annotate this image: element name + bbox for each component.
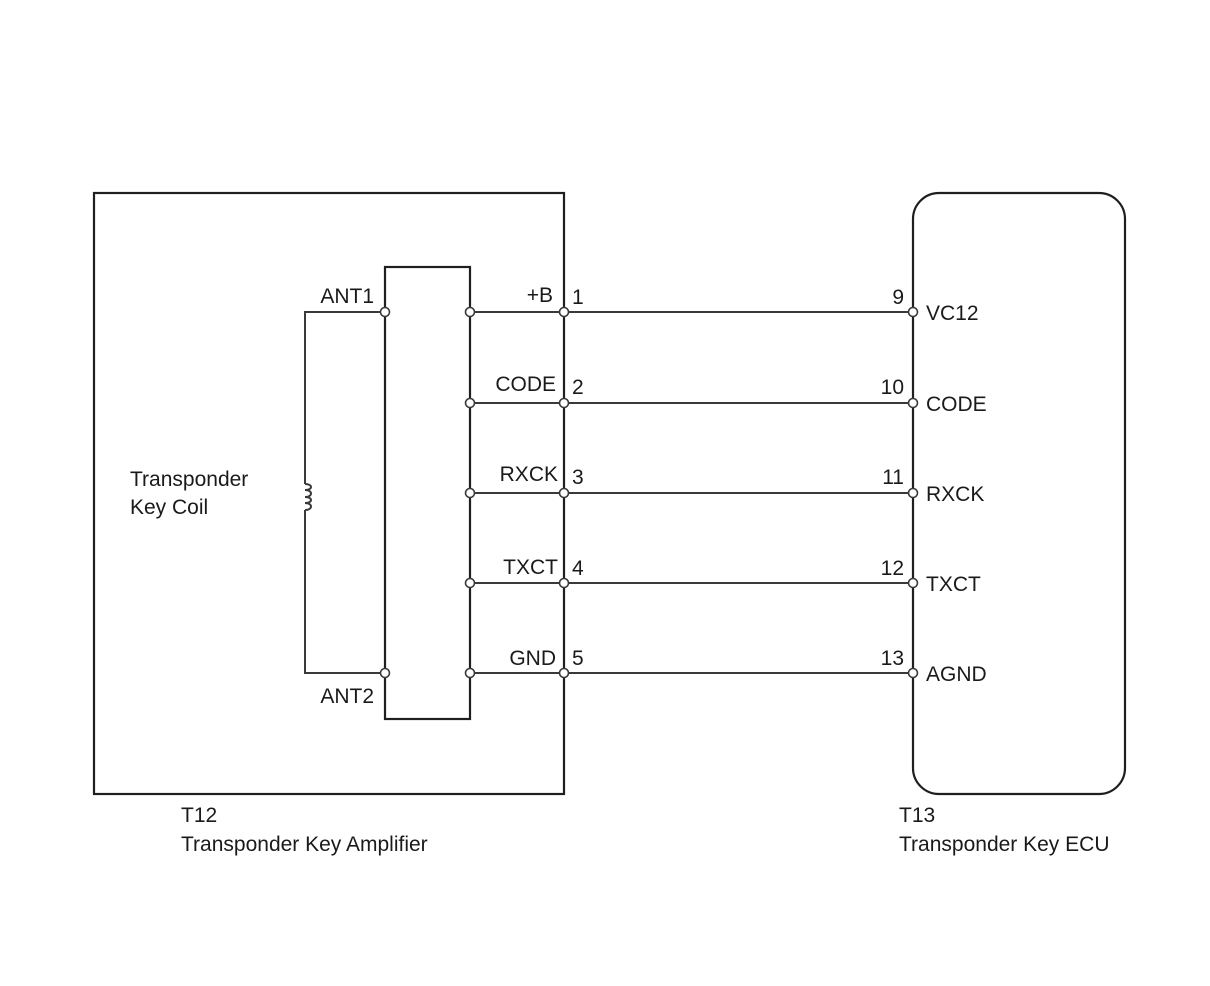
amp-pin-5: 5: [572, 647, 584, 670]
signal-wires: [470, 311, 913, 674]
ecu-connector-pin-9: [907, 306, 919, 318]
amp-signal-5: GND: [509, 647, 556, 670]
coil-label-line2: Key Coil: [130, 496, 208, 519]
ic-terminal-4: [464, 577, 476, 589]
ecu-pin-11: 11: [882, 466, 904, 489]
ecu-signal-2: CODE: [926, 393, 987, 416]
amp-pin-1: 1: [572, 286, 584, 309]
ant1-wire: [304, 311, 385, 484]
ant1-label: ANT1: [320, 285, 374, 308]
amp-signal-3: RXCK: [500, 463, 558, 486]
ecu-pin-13: 13: [881, 647, 904, 670]
ic-terminal-1: [464, 306, 476, 318]
amp-pin-4: 4: [572, 557, 584, 580]
ecu-signal-4: TXCT: [926, 573, 981, 596]
amplifier-id: T12: [181, 804, 217, 827]
ant2-terminal: [379, 667, 391, 679]
ant1-terminal: [379, 306, 391, 318]
ecu-pin-12: 12: [881, 557, 904, 580]
ant2-wire: [304, 510, 385, 674]
amp-signal-2: CODE: [495, 373, 556, 396]
amp-signal-1: +B: [527, 284, 553, 307]
amp-connector-pin-4: [558, 577, 570, 589]
ic-terminal-3: [464, 487, 476, 499]
amp-connector-pin-2: [558, 397, 570, 409]
amp-signal-4: TXCT: [503, 556, 558, 579]
amplifier-ic-block: [383, 265, 472, 721]
ic-terminal-5: [464, 667, 476, 679]
ecu-signal-5: AGND: [926, 663, 987, 686]
ant2-label: ANT2: [320, 685, 374, 708]
ic-terminal-2: [464, 397, 476, 409]
ecu-name: Transponder Key ECU: [899, 833, 1109, 856]
coil-label-line1: Transponder: [130, 468, 248, 491]
terminals: [464, 306, 919, 679]
ecu-signal-3: RXCK: [926, 483, 984, 506]
coil-inductor-symbol: [304, 483, 312, 511]
ecu-connector-pin-10: [907, 397, 919, 409]
ecu-pin-10: 10: [881, 376, 904, 399]
amp-connector-pin-5: [558, 667, 570, 679]
amp-pin-3: 3: [572, 466, 584, 489]
ecu-connector-pin-11: [907, 487, 919, 499]
ecu-connector-pin-12: [907, 577, 919, 589]
amplifier-name: Transponder Key Amplifier: [181, 833, 428, 856]
amp-connector-pin-1: [558, 306, 570, 318]
amp-pin-2: 2: [572, 376, 584, 399]
ecu-pin-9: 9: [892, 286, 904, 309]
ecu-signal-1: VC12: [926, 302, 979, 325]
ecu-connector-pin-13: [907, 667, 919, 679]
ecu-id: T13: [899, 804, 935, 827]
amp-connector-pin-3: [558, 487, 570, 499]
